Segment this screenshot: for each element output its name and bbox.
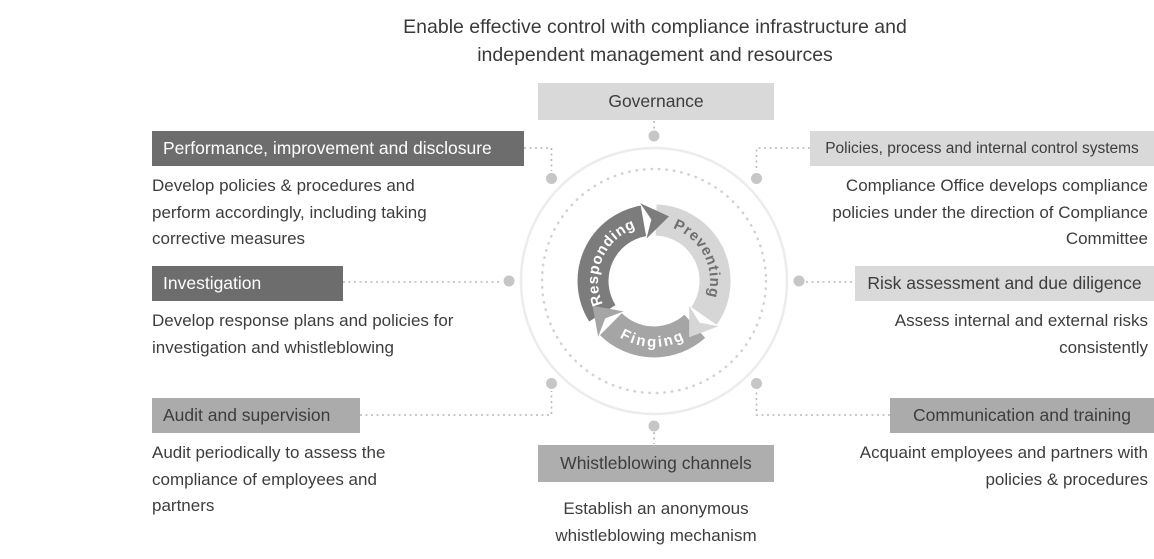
node-dot-bottom	[648, 420, 660, 432]
diagram-title-line2: independent management and resources	[477, 44, 833, 66]
diagram-title-line1: Enable effective control with compliance…	[403, 16, 907, 38]
connector-audit	[360, 391, 553, 416]
performance-box: Performance, improvement and disclosure	[152, 131, 524, 166]
connector-communication	[755, 391, 890, 416]
connector-policies	[755, 147, 810, 171]
investigation-box: Investigation	[152, 266, 343, 301]
connector-lines	[343, 121, 890, 444]
policies-box: Policies, process and internal control s…	[810, 131, 1154, 166]
node-dot-left	[503, 275, 515, 287]
outer-ring	[519, 146, 789, 416]
policies-desc: Compliance Office develops compliance po…	[832, 176, 1148, 248]
node-dot-upper-left	[546, 173, 557, 184]
node-dot-right	[793, 275, 805, 287]
diagram-title: Enable effective control with compliance…	[250, 13, 1060, 69]
audit-box: Audit and supervision	[152, 398, 360, 433]
cycle-arrows	[592, 203, 719, 338]
ring-node-dots	[503, 130, 805, 432]
arrow-preventing-to-finding	[689, 305, 719, 338]
segment-finding-arc	[599, 312, 706, 358]
node-dot-lower-right	[751, 378, 762, 389]
node-dot-upper-right	[751, 173, 762, 184]
segment-preventing-arc	[654, 204, 731, 325]
arrow-finding-to-responding	[592, 305, 624, 337]
whistleblowing-box: Whistleblowing channels	[538, 445, 774, 482]
node-dot-lower-left	[546, 378, 557, 389]
whistleblowing-desc: Establish an anonymous whistleblowing me…	[555, 499, 757, 545]
connector-performance	[524, 147, 553, 171]
performance-desc: Develop policies & procedures and perfor…	[152, 176, 427, 248]
node-dot-top	[648, 130, 660, 142]
arrow-responding-to-preventing	[640, 203, 669, 239]
communication-box: Communication and training	[890, 398, 1154, 433]
communication-desc: Acquaint employees and partners with pol…	[859, 443, 1148, 489]
dotted-ring	[540, 167, 768, 395]
cycle-segments	[577, 204, 731, 358]
risk-box: Risk assessment and due diligence	[855, 266, 1154, 301]
governance-box: Governance	[538, 83, 774, 120]
audit-desc: Audit periodically to assess the complia…	[152, 443, 386, 515]
investigation-desc: Develop response plans and policies for …	[152, 311, 454, 357]
risk-desc: Assess internal and external risks consi…	[894, 311, 1148, 357]
segment-responding-arc	[577, 205, 647, 322]
